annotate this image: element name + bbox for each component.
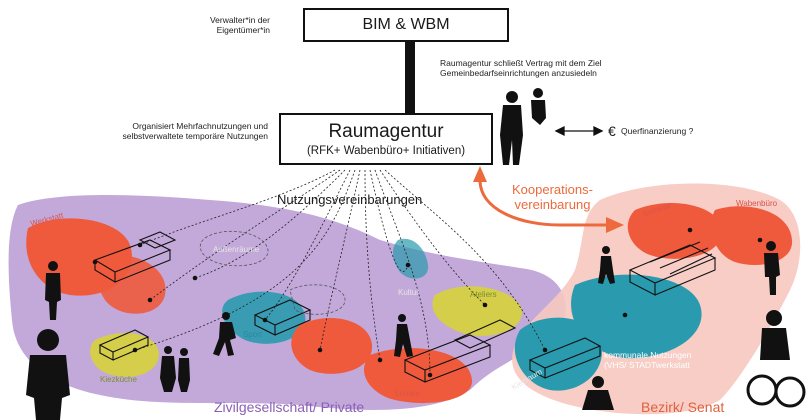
area-label-lernen: Lernen xyxy=(395,389,420,398)
space-agency-title: Raumagentur xyxy=(328,121,444,142)
civil-society-label: Zivilgesellschaft/ Private xyxy=(214,399,365,415)
area-label-wabenbuero: Wabenbüro xyxy=(736,199,778,208)
owner-label-line-2: Eigentümer*in xyxy=(216,24,270,35)
person-cyclist xyxy=(746,310,806,408)
communal-uses-line-2: (VHS/ STADTwerkstatt xyxy=(604,359,690,370)
space-agency-subtitle: (RFK+ Wabenbüro+ Initiativen) xyxy=(306,145,466,157)
contract-note-line-2: Gemeinbedarfseinrichtungen anzusiedeln xyxy=(440,67,597,78)
cooperation-label: Kooperations- vereinbarung xyxy=(512,182,593,213)
person-standing-right xyxy=(764,241,780,295)
communal-area xyxy=(571,274,702,359)
ownership-box-title: BIM & WBM xyxy=(362,16,450,33)
area-label-kiezkueche: Kiezküche xyxy=(100,375,137,384)
cooperation-label-line-2: vereinbarung xyxy=(514,196,591,212)
area-label-sport: Sport xyxy=(243,330,263,339)
cooperation-arrow-head-up xyxy=(473,166,487,182)
organize-note-line-1: Organisiert Mehrfachnutzungen und xyxy=(132,121,268,131)
person-couple xyxy=(160,346,190,392)
cooperation-label-line-1: Kooperations- xyxy=(512,182,593,197)
finance-arrow xyxy=(554,125,604,137)
atelier-area xyxy=(432,286,522,336)
lernen-area-1 xyxy=(291,317,373,374)
owner-label: Verwalter*in der Eigentümer*in xyxy=(209,15,270,36)
person-dancer xyxy=(213,312,236,356)
area-label-aussenraeume: Außenräume xyxy=(213,245,260,254)
district-label: Bezirk/ Senat xyxy=(641,399,725,415)
ownership-box: BIM & WBM xyxy=(303,8,509,42)
usage-agreements-label: Nutzungsvereinbarungen xyxy=(277,192,423,207)
person-sitting xyxy=(582,376,614,410)
person-left-large xyxy=(26,329,70,420)
kiezraum-area xyxy=(514,317,602,391)
people-silhouettes xyxy=(26,88,806,420)
seminar-area xyxy=(627,202,723,259)
communal-uses-line-1: kommunale Nutzungen xyxy=(604,350,692,360)
agreement-lines xyxy=(134,169,546,376)
ownership-connector xyxy=(405,42,415,114)
communal-uses-label: kommunale Nutzungen (VHS/ STADTwerkstatt xyxy=(604,350,692,371)
area-label-kultur: Kultur xyxy=(398,288,419,297)
person-walker-center xyxy=(394,314,413,357)
cooperation-arrow-head-right xyxy=(606,217,624,233)
cross-financing-label: Querfinanzierung ? xyxy=(621,126,694,136)
euro-icon: € xyxy=(608,123,616,139)
area-label-atelier: Ateliers xyxy=(470,290,497,299)
contract-note: Raumagentur schließt Vertrag mit dem Zie… xyxy=(440,58,602,79)
culture-area xyxy=(392,238,429,279)
organize-note: Organisiert Mehrfachnutzungen und selbst… xyxy=(122,121,268,142)
person-left-top xyxy=(45,261,61,320)
owner-label-line-1: Verwalter*in der xyxy=(209,15,270,25)
organize-note-line-2: selbstverwaltete temporäre Nutzungen xyxy=(122,130,268,141)
buildings xyxy=(93,231,717,383)
outdoor-outlines xyxy=(199,231,346,315)
contract-note-line-1: Raumagentur schließt Vertrag mit dem Zie… xyxy=(440,58,602,68)
person-pair-top xyxy=(500,88,546,165)
person-walker-right xyxy=(598,246,615,284)
space-agency-box: Raumagentur (RFK+ Wabenbüro+ Initiativen… xyxy=(279,113,493,165)
cooperation-arrow xyxy=(478,179,610,227)
